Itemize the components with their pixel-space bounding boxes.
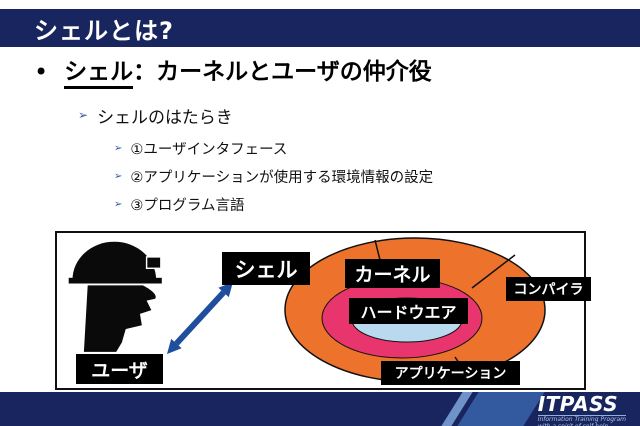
user-shell-arrow	[167, 282, 233, 354]
list-item: ➢ ②アプリケーションが使用する環境情報の設定	[114, 166, 614, 187]
itpass-logo: ITPASS	[537, 392, 619, 416]
sub-bullet: ➢ シェルのはたらき	[78, 103, 614, 128]
shell-term: シェル	[64, 59, 134, 89]
footer-tagline: Information Training Program with a spir…	[537, 415, 626, 426]
title-bar: シェルとは?	[0, 9, 640, 47]
list-item: ➢ ③プログラム言語	[114, 194, 614, 215]
footer-bar: ITPASS Information Training Program with…	[0, 392, 640, 426]
footer-tagline-line2: with a spirit of self-help	[538, 423, 626, 426]
footer-tagline-line1: Information Training Program	[537, 416, 626, 423]
main-bullet-text: シェル：カーネルとユーザの仲介役	[64, 58, 432, 89]
point-text-3: ③プログラム言語	[130, 197, 245, 214]
shell-label: シェル	[222, 252, 310, 285]
point-text-2: ②アプリケーションが使用する環境情報の設定	[130, 169, 434, 186]
main-bullet-rest: ：カーネルとユーザの仲介役	[133, 59, 432, 85]
arrow-bullet-icon: ➢	[114, 170, 123, 182]
itpass-logo-block: ITPASS Information Training Program with…	[537, 392, 626, 426]
diagram-box: シェル カーネル ハードウエア コンパイラ アプリケーション ユーザ	[55, 231, 591, 390]
hardware-label: ハードウエア	[349, 298, 468, 324]
compiler-label: コンパイラ	[506, 277, 591, 301]
slide-title: シェルとは?	[34, 16, 174, 45]
point-text-1: ①ユーザインタフェース	[130, 141, 288, 158]
list-item: ➢ ①ユーザインタフェース	[114, 138, 614, 159]
bullet-content: • シェル：カーネルとユーザの仲介役 ➢ シェルのはたらき ➢ ①ユーザインタフ…	[34, 58, 614, 222]
arrow-bullet-icon: ➢	[114, 198, 123, 210]
application-label: アプリケーション	[381, 361, 520, 385]
ring-divider	[471, 254, 516, 289]
user-person-icon	[68, 241, 162, 352]
kernel-label: カーネル	[345, 259, 440, 288]
main-bullet: • シェル：カーネルとユーザの仲介役	[34, 58, 614, 89]
bullet-icon: •	[34, 58, 49, 86]
arrow-bullet-icon: ➢	[78, 108, 89, 123]
sub-bullet-text: シェルのはたらき	[97, 107, 233, 128]
user-label: ユーザ	[76, 354, 163, 384]
arrow-bullet-icon: ➢	[114, 142, 123, 154]
